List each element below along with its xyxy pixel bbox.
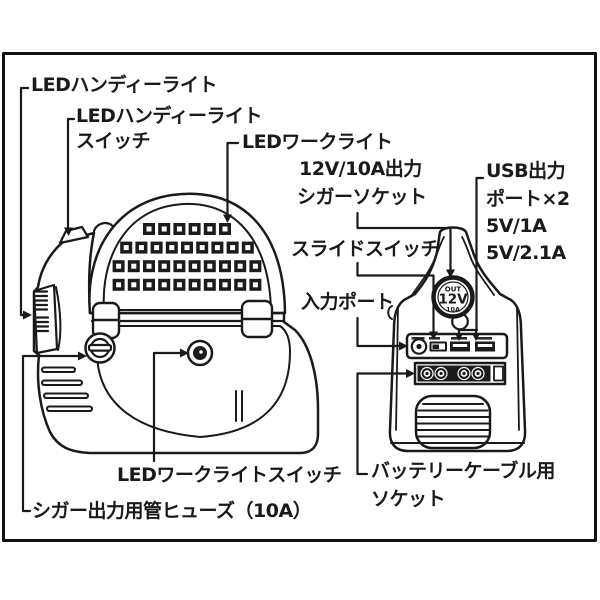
label-cigar-socket-line2: シガーソケット [297,186,427,208]
label-usb-line3: 5V/1A [486,215,547,237]
label-handy-switch-line2: スイッチ [76,130,151,152]
badge-amps: 10A [446,306,460,314]
leader-cigar-socket [356,211,452,272]
label-usb-line2: ポート×2 [486,188,570,210]
leader-input-port [356,316,402,348]
hinge-right [240,299,274,339]
body-seam [55,286,62,351]
label-usb-line4: 5V/2.1A [486,242,566,264]
body-seam-right [235,390,243,422]
leader-lines [19,86,485,513]
leader-arrowheads [23,214,480,378]
label-handy-light: LEDハンディーライト [31,74,218,96]
leader-work-switch [152,351,183,463]
led-grid [112,223,262,291]
label-battery-line2: ソケット [371,488,446,510]
badge-volts: 12V [438,292,468,308]
ports-panel [405,332,509,360]
label-slide-switch: スライドスイッチ [291,238,440,260]
battery-socket-panel [413,361,507,386]
input-jack-icon [410,338,428,355]
slide-switch-icon [429,341,447,352]
leader-fuse [21,354,81,513]
battery-sockets [420,366,485,381]
hinge-left [91,301,121,340]
fuse-cap-icon [84,332,116,364]
handy-light-housing [32,283,59,355]
badge-out: OUT [445,286,462,294]
right-device: OUT 12V 10A [387,226,527,453]
leader-usb [457,176,485,337]
tower-inner-lines [411,236,495,296]
vent-grille [414,394,492,450]
leader-battery-socket [356,372,409,476]
label-work-switch: LEDワークライトスイッチ [117,464,342,486]
work-light-switch-button [186,339,214,367]
label-work-light: LEDワークライト [242,131,393,153]
label-input-port: 入力ポート [301,291,394,313]
leader-handy-switch [66,117,76,230]
vent-slots [41,366,93,412]
usb-port-2-icon [475,341,495,352]
label-fuse: シガー出力用管ヒューズ（10A） [32,500,312,522]
usb-port-1-icon [450,341,470,352]
label-usb-line1: USB出力 [486,160,566,182]
side-inner-lines [395,307,520,431]
leader-slide-switch [356,261,435,334]
label-cigar-socket-line1: 12V/10A出力 [299,158,422,180]
leader-work-light [226,141,240,217]
left-device [32,192,320,455]
handy-light-ribs [34,290,50,333]
label-battery-line1: バッテリーケーブル用 [371,460,555,482]
leader-handy-light [19,86,30,317]
side-bump [387,305,393,320]
port-label-marks [411,337,492,340]
label-handy-switch-line1: LEDハンディーライト [76,105,263,127]
work-light-panel [102,202,272,311]
